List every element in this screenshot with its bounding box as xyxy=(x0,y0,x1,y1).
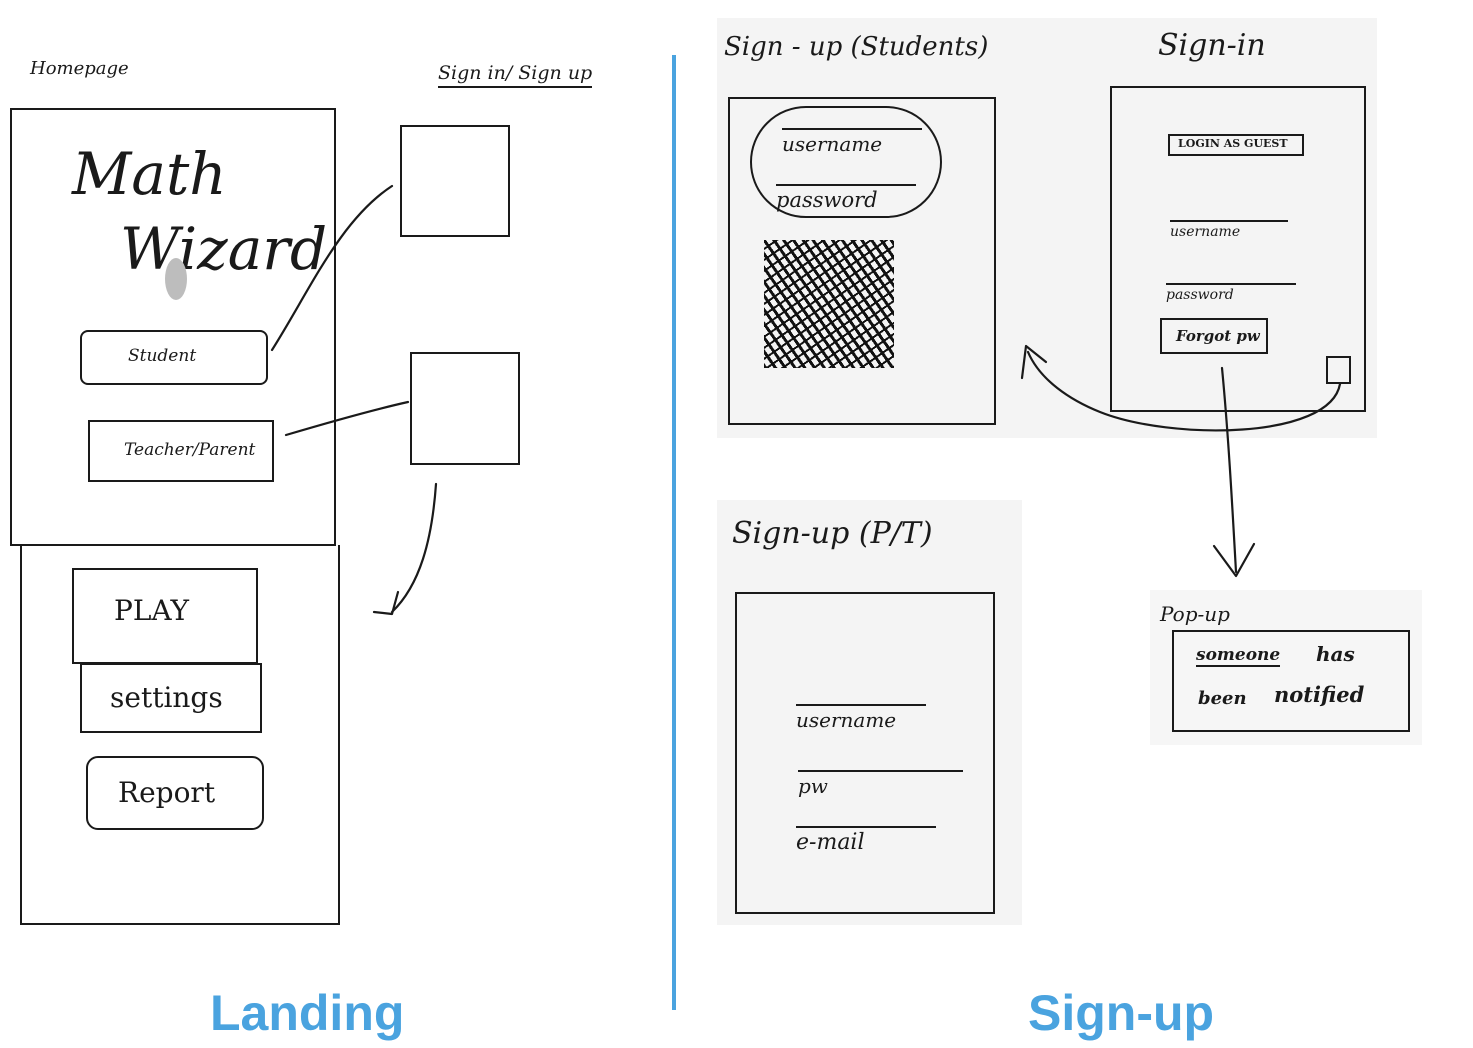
signup-pt-email: e-mail xyxy=(796,826,936,855)
signup-section-label: Sign-up xyxy=(1028,985,1215,1041)
signup-pt-title: Sign-up (P/T) xyxy=(732,516,933,551)
popup-frame xyxy=(1172,630,1410,732)
scribbled-out-fields xyxy=(764,240,894,368)
popup-message-someone: someone xyxy=(1196,645,1281,667)
signin-signup-title: Sign in/ Sign up xyxy=(438,62,593,88)
play-button-label: PLAY xyxy=(114,594,190,627)
report-button[interactable]: Report xyxy=(86,756,264,830)
report-button-label: Report xyxy=(118,776,216,809)
signup-students-frame xyxy=(728,97,996,425)
forgot-to-popup-arrowhead xyxy=(1212,542,1256,578)
section-divider xyxy=(672,55,676,1010)
popup-message-has: has xyxy=(1316,642,1355,666)
settings-button-label: settings xyxy=(110,681,223,714)
app-name-line2: Wizard xyxy=(120,215,328,283)
app-name-line1: Math xyxy=(72,140,227,208)
signin-username: username xyxy=(1170,220,1288,240)
signup-pt-frame xyxy=(735,592,995,914)
student-button-label: Student xyxy=(128,346,197,366)
settings-button[interactable]: settings xyxy=(80,663,262,733)
signin-to-menu-arrow xyxy=(390,482,438,614)
play-button[interactable]: PLAY xyxy=(72,568,258,664)
signin-title: Sign-in xyxy=(1158,28,1266,63)
student-button[interactable]: Student xyxy=(80,330,268,385)
homepage-title: Homepage xyxy=(30,58,129,79)
forgot-password-button-label: Forgot pw xyxy=(1176,327,1260,345)
signup-pt-pw: pw xyxy=(798,770,963,798)
signin-submit-square[interactable] xyxy=(1326,356,1351,384)
signin-to-menu-arrowhead xyxy=(372,590,400,616)
signup-pt-username: username xyxy=(796,704,926,732)
guest-login-button[interactable]: LOGIN AS GUEST xyxy=(1168,134,1304,156)
signup-students-title: Sign - up (Students) xyxy=(724,32,989,62)
signup-pt-header-line xyxy=(745,592,995,594)
landing-section-label: Landing xyxy=(210,985,405,1041)
guest-login-button-label: LOGIN AS GUEST xyxy=(1178,137,1288,150)
scan-sheet-popup xyxy=(1150,590,1422,745)
scan-sheet-signup-pt xyxy=(717,500,1022,925)
signup-students-outline xyxy=(750,106,942,218)
signup-students-username: username xyxy=(782,128,922,156)
teacher-parent-button[interactable]: Teacher/Parent xyxy=(88,420,274,482)
popup-message-been: been xyxy=(1198,688,1247,709)
popup-message-notified: notified xyxy=(1274,682,1365,707)
teacher-parent-button-label: Teacher/Parent xyxy=(124,440,256,460)
signin-box-teacher xyxy=(410,352,520,465)
main-menu-frame xyxy=(20,545,340,925)
forgot-password-button[interactable]: Forgot pw xyxy=(1160,318,1268,354)
wizard-hat-scribble xyxy=(165,258,187,300)
signin-box-student xyxy=(400,125,510,237)
popup-title: Pop-up xyxy=(1160,602,1230,626)
signin-password: password xyxy=(1166,283,1296,303)
signup-students-password: password xyxy=(776,184,916,212)
